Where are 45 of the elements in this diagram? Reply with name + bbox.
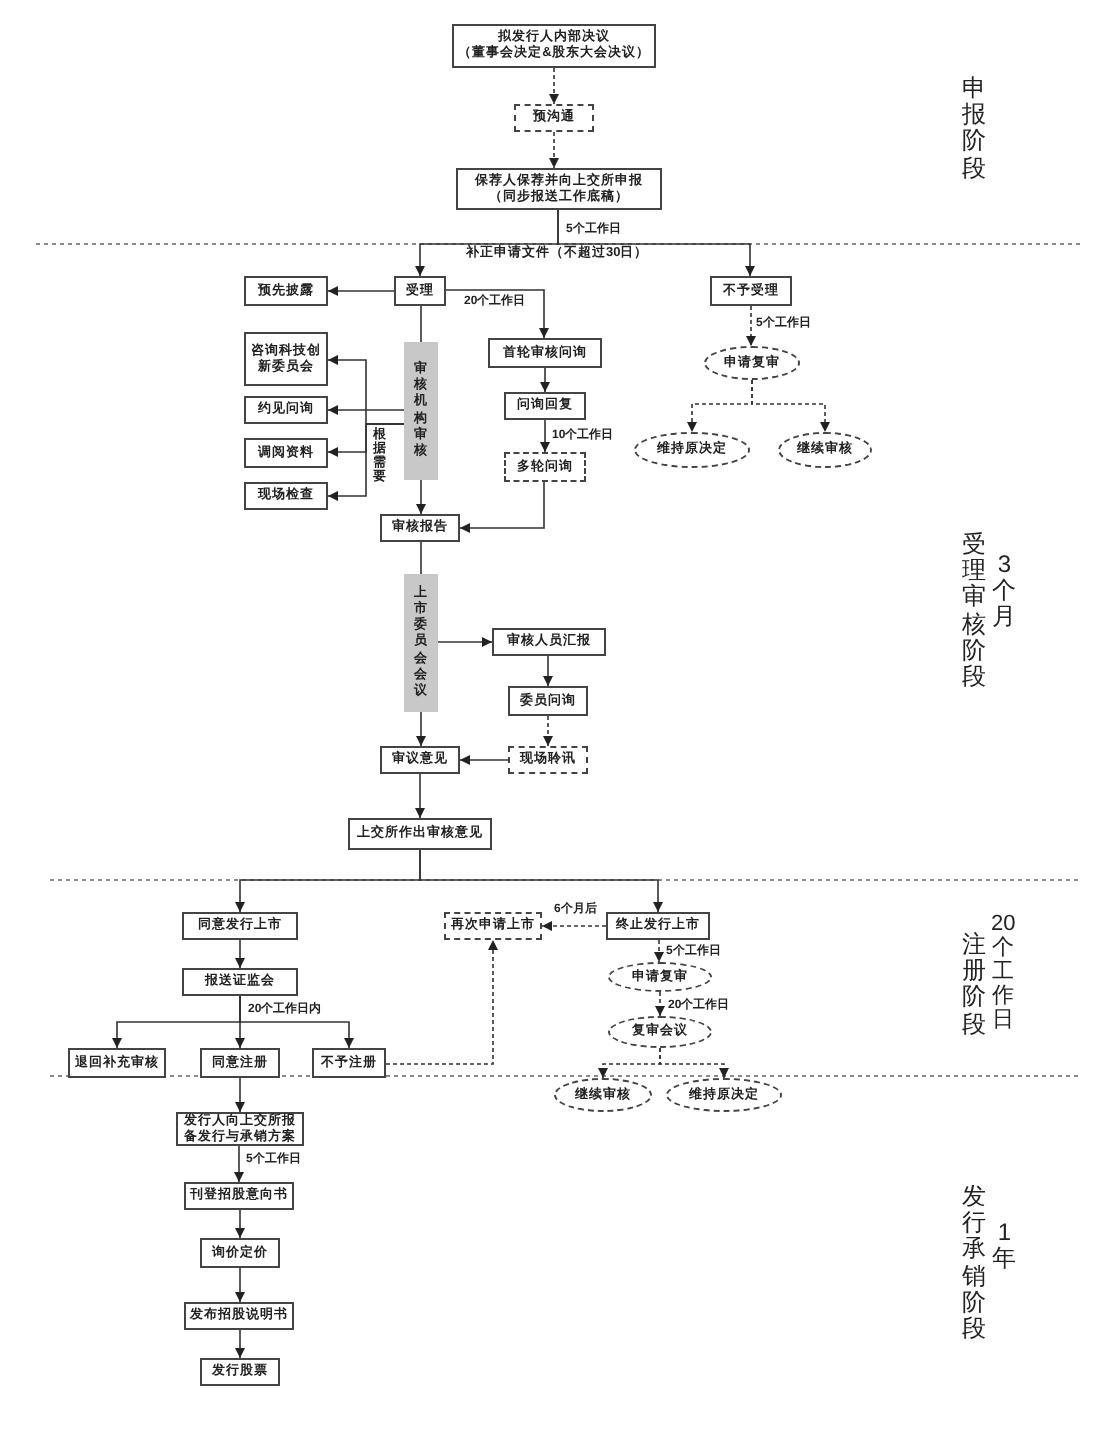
arrow (746, 305, 756, 347)
arrow (655, 991, 665, 1017)
arrow (751, 379, 830, 433)
connector-line (420, 305, 422, 343)
arrow (659, 1047, 729, 1079)
arrow (543, 715, 553, 747)
arrow (540, 419, 550, 453)
arrow (235, 1209, 245, 1239)
arrow (327, 286, 395, 296)
duration-text: 1年 (990, 1220, 1019, 1273)
stage-title: 注册阶段 (960, 932, 989, 1038)
arrow (234, 1145, 244, 1183)
arrow (437, 637, 493, 647)
stage-bar (404, 342, 438, 480)
arrow (239, 995, 354, 1049)
arrow (459, 755, 509, 765)
arrow (415, 773, 425, 819)
stage-title: 受理审核阶段 (960, 532, 989, 691)
arrow (549, 131, 559, 169)
duration-text: 3个月 (990, 552, 1019, 632)
process-box (456, 168, 662, 210)
duration-text: 20个工作日 (990, 912, 1017, 1033)
arrow (654, 939, 664, 963)
arrow (543, 655, 553, 687)
stage-bar (404, 574, 438, 712)
arrow (549, 67, 559, 105)
arrow (419, 849, 663, 913)
stage-title: 发行承销阶段 (960, 1184, 989, 1343)
arrow (235, 1267, 245, 1303)
arrow (235, 1329, 245, 1359)
arrow (235, 939, 245, 969)
arrow (385, 939, 498, 1065)
arrow (327, 423, 405, 501)
arrow (416, 711, 426, 747)
arrow (459, 481, 545, 533)
connector-line (420, 541, 422, 575)
process-box (452, 24, 656, 68)
stage-title: 申报阶段 (960, 76, 989, 182)
arrow (235, 1077, 245, 1113)
arrow (445, 289, 549, 339)
arrow (557, 209, 755, 277)
arrow (541, 921, 607, 931)
arrow (416, 479, 426, 515)
arrow (540, 367, 550, 393)
arrow (327, 405, 405, 415)
